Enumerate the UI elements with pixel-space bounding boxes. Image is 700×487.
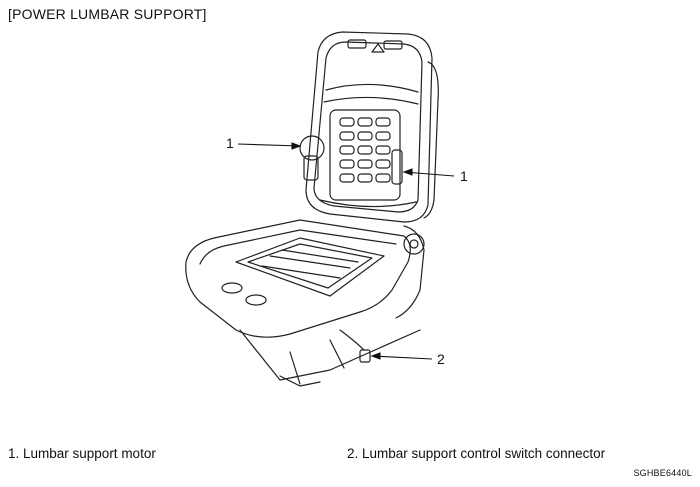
- leader-connector: [371, 355, 433, 360]
- leader-motor-left: [237, 143, 301, 147]
- callout-motor-left: 1: [226, 135, 234, 151]
- lumbar-motor-right: [391, 149, 403, 185]
- callout-connector: 2: [437, 351, 445, 367]
- callout-motor-right: 1: [460, 168, 468, 184]
- recliner-mechanism: [403, 233, 425, 255]
- lumbar-motor-left: [299, 135, 325, 161]
- figure-code: SGHBE6440L: [633, 468, 692, 478]
- diagram-title: [POWER LUMBAR SUPPORT]: [8, 6, 207, 22]
- seatback-frame: [305, 31, 433, 223]
- legend-item-1: 1. Lumbar support motor: [8, 446, 156, 461]
- legend-item-2: 2. Lumbar support control switch connect…: [347, 446, 606, 461]
- seat-cushion: [185, 219, 411, 338]
- switch-connector: [359, 349, 371, 363]
- lumbar-grid: [329, 109, 401, 201]
- seatback-inner-frame: [313, 41, 423, 213]
